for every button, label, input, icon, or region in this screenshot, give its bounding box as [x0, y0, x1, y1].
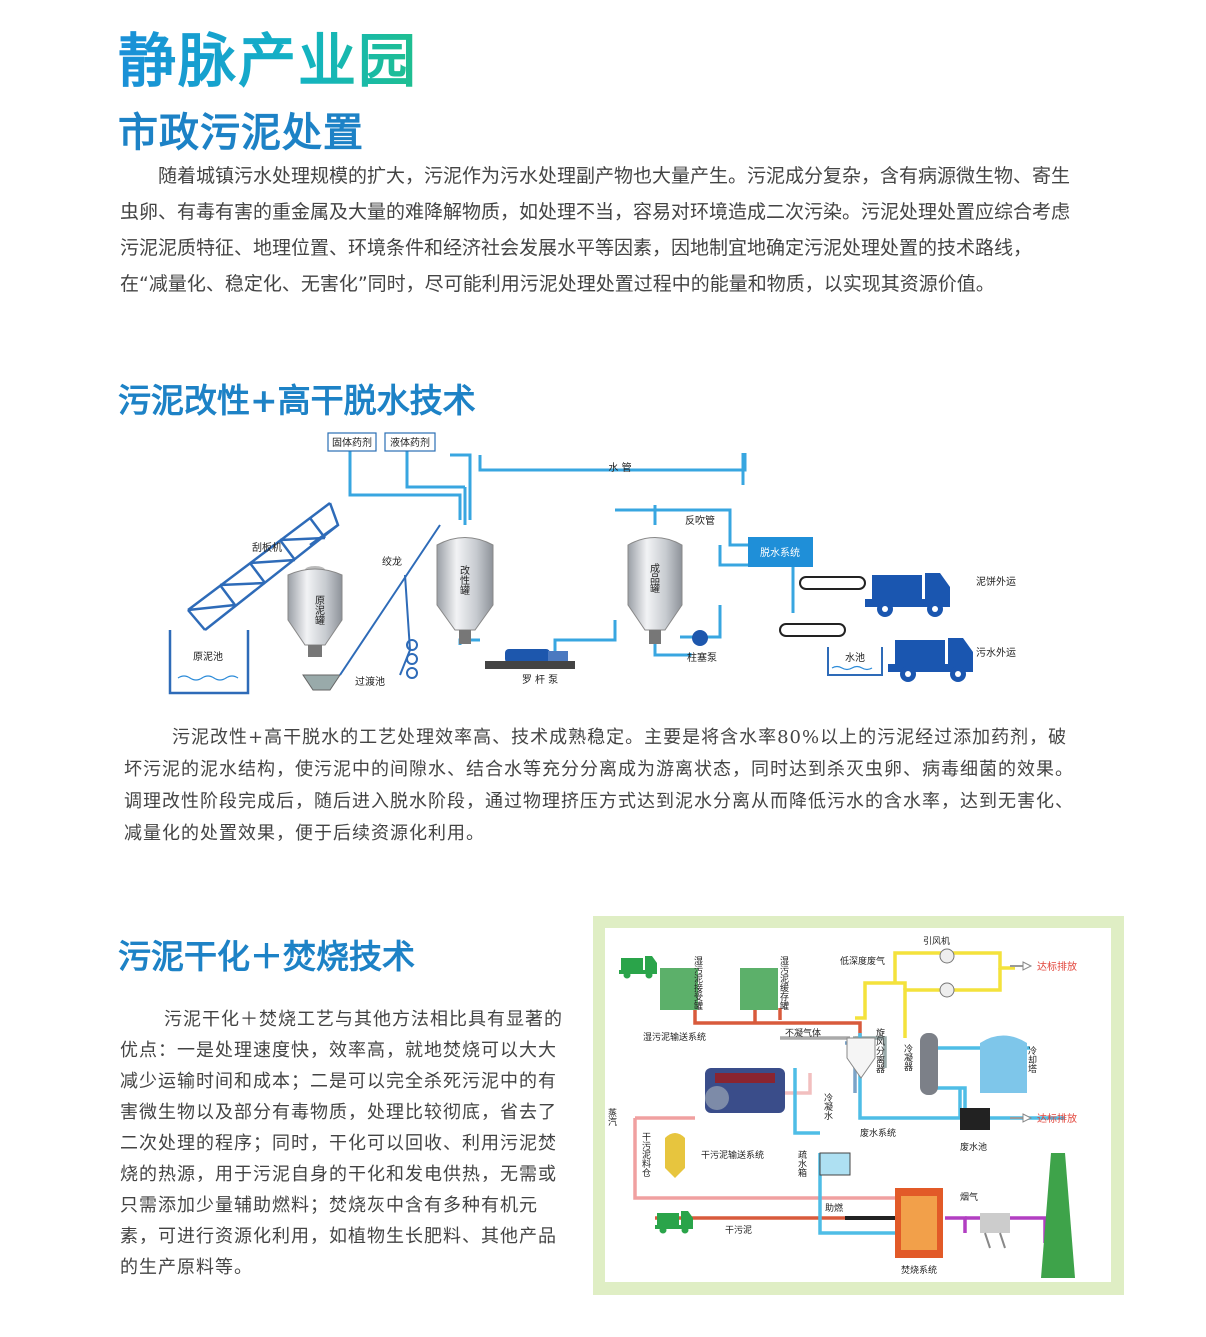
incineration-process-diagram: 达标排放 达标排放 湿污泥接受罐 湿污泥缓存罐 湿污泥输送系统 不凝气体 低深度…: [605, 928, 1111, 1282]
label-scraper: 刮板机: [252, 541, 282, 554]
page-title: 静脉产业园: [118, 14, 418, 98]
label-cake-out: 泥饼外运: [976, 575, 1016, 588]
label-dry-sludge: 干污泥: [725, 1224, 752, 1236]
label-auger: 绞龙: [382, 555, 402, 568]
label-wet-buffer: 湿污泥缓存罐: [778, 956, 789, 1011]
section2-paragraph: 污泥干化＋焚烧工艺与其他方法相比具有显著的优点：一是处理速度快，效率高，就地焚烧…: [120, 1009, 563, 1278]
label-incineration: 焚烧系统: [901, 1264, 937, 1276]
label-raw-pool: 原泥池: [193, 650, 223, 663]
label-waste-pool: 废水池: [960, 1141, 987, 1153]
label-steam: 蒸汽: [606, 1107, 617, 1126]
label-cooling-tower: 冷却塔: [1026, 1045, 1037, 1074]
label-flue-gas: 烟气: [960, 1191, 978, 1203]
label-drain-tank: 疏水箱: [796, 1149, 807, 1178]
label-dry-silo: 干污泥料仓: [640, 1132, 651, 1177]
label-condenser: 冷凝器: [902, 1043, 913, 1071]
truck-icon: [619, 956, 657, 979]
label-discharge-top: 达标排放: [1037, 960, 1077, 973]
dewatering-process-diagram: 固体药剂 液体药剂 水 管 刮板机 原泥池 原泥罐 过渡池 绞龙 改性罐 罗 杆…: [168, 432, 1016, 695]
label-modify-tank: 改性罐: [458, 564, 470, 596]
label-plunger-pump: 柱塞泵: [687, 651, 717, 664]
label-wet-convey: 湿污泥输送系统: [643, 1031, 706, 1043]
label-non-condensable: 不凝气体: [785, 1027, 821, 1039]
label-raw-tank: 原泥罐: [313, 595, 325, 626]
label-backflush: 反吹管: [685, 514, 715, 527]
page-subtitle: 市政污泥处置: [118, 110, 364, 156]
label-induced-fan: 引风机: [923, 935, 950, 947]
label-waste-water-system: 废水系统: [860, 1127, 896, 1139]
intro-paragraph: 随着城镇污水处理规模的扩大，污泥作为污水处理副产物也大量产生。污泥成分复杂，含有…: [120, 165, 1071, 295]
truck-icon: [655, 1211, 693, 1234]
label-liquid-agent: 液体药剂: [390, 436, 430, 449]
label-wet-receive: 湿污泥接受罐: [692, 956, 703, 1011]
label-cyclone: 旋风分离器: [874, 1027, 885, 1073]
label-water-pipe: 水 管: [608, 461, 631, 474]
label-combustion-aid: 助燃: [825, 1202, 843, 1214]
truck-icon: [888, 638, 973, 682]
label-solid-agent: 固体药剂: [332, 436, 372, 449]
section2-heading: 污泥干化＋焚烧技术: [118, 937, 415, 976]
label-low-depth-gas: 低深度废气: [840, 955, 885, 967]
section1-heading: 污泥改性+高干脱水技术: [118, 381, 476, 420]
label-dewater-system: 脱水系统: [760, 546, 800, 559]
label-screw-pump: 罗 杆 泵: [522, 674, 558, 686]
label-transfer-pool: 过渡池: [355, 675, 385, 688]
label-water-pool: 水池: [845, 651, 865, 664]
label-discharge-bottom: 达标排放: [1037, 1112, 1077, 1125]
label-sewage-out: 污水外运: [976, 647, 1016, 659]
label-dry-convey: 干污泥输送系统: [701, 1149, 764, 1161]
label-condensate: 冷凝水: [822, 1092, 833, 1120]
label-product-tank: 成品罐: [648, 563, 660, 594]
section1-paragraph: 污泥改性+高干脱水的工艺处理效率高、技术成熟稳定。主要是将含水率80%以上的污泥…: [124, 727, 1074, 844]
